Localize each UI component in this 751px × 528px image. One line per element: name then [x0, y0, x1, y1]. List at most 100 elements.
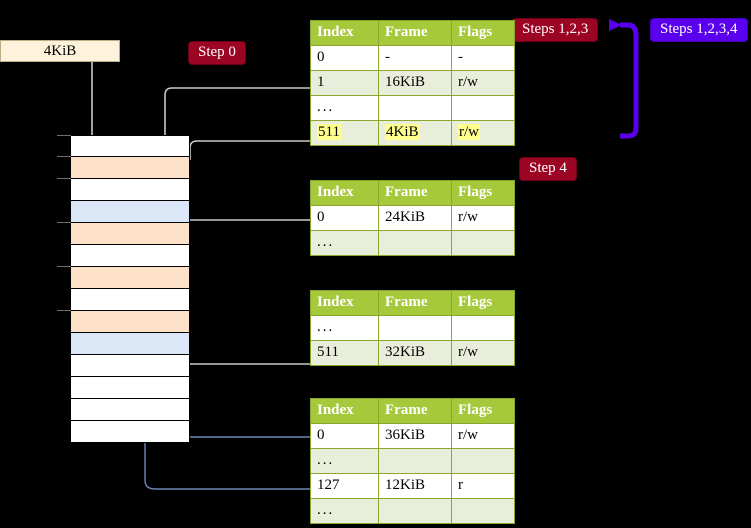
column-header-flags: Flags [451, 398, 515, 424]
table-cell-flags: r/w [451, 423, 515, 449]
memory-frame-row [57, 222, 190, 245]
memory-frame-row [70, 289, 190, 311]
column-header-flags: Flags [451, 180, 515, 206]
column-header-index: Index [310, 290, 379, 316]
memory-row-tick [57, 310, 71, 311]
table-cell-flags: r [451, 473, 515, 499]
badge-steps-1-2-3-4: Steps 1,2,3,4 [650, 18, 748, 42]
table-cell-index: 0 [310, 45, 379, 71]
size-box-label: 4KiB [43, 42, 77, 59]
table-cell-frame: 12KiB [378, 473, 452, 499]
table-cell-frame: 4KiB [378, 120, 452, 146]
column-header-frame: Frame [378, 20, 452, 46]
column-header-flags: Flags [451, 290, 515, 316]
table-cell-flags: r/w [451, 340, 515, 366]
table-cell-flags: r/w [451, 70, 515, 96]
table-cell-index: 0 [310, 205, 379, 231]
memory-frame-row [70, 245, 190, 267]
column-header-index: Index [310, 180, 379, 206]
wire-l1-row0-to-memory [174, 219, 312, 244]
table-row: ... [310, 230, 515, 256]
wire-l2-row511-to-memory [173, 311, 312, 365]
table-row: 0-- [310, 45, 515, 71]
column-header-frame: Frame [378, 290, 452, 316]
table-cell-index: ... [310, 498, 379, 524]
memory-frame-row [57, 310, 190, 333]
table-cell-frame: 16KiB [378, 70, 452, 96]
table-cell-index: ... [310, 230, 379, 256]
memory-frame-row [57, 156, 190, 179]
table-cell-flags: r/w [451, 120, 515, 146]
violet-step-arrow [609, 19, 639, 139]
table-cell-flags [451, 95, 515, 121]
wire-l0-row1-to-memory [164, 87, 312, 156]
table-cell-index: ... [310, 95, 379, 121]
table-cell-index: 1 [310, 70, 379, 96]
table-cell-index: 511 [310, 340, 379, 366]
memory-frame-row [70, 201, 190, 223]
memory-row-tick [57, 178, 71, 179]
table-cell-frame [378, 315, 452, 341]
table-cell-frame: - [378, 45, 452, 71]
table-cell-flags [451, 498, 515, 524]
badge-step-0: Step 0 [188, 41, 246, 65]
badge-step-4: Step 4 [519, 157, 577, 181]
table-cell-index: ... [310, 448, 379, 474]
memory-frame-row [70, 377, 190, 399]
memory-frame-row [57, 266, 190, 289]
column-header-flags: Flags [451, 20, 515, 46]
memory-frame-row [70, 355, 190, 377]
memory-frame-row [70, 399, 190, 421]
table-cell-flags [451, 448, 515, 474]
memory-row-tick [57, 135, 71, 136]
table-row: ... [310, 448, 515, 474]
table-row: ... [310, 315, 515, 341]
table-cell-flags [451, 230, 515, 256]
memory-frame-row [70, 421, 190, 443]
memory-frame-row [57, 135, 190, 157]
wire-l0-row511-to-memory [189, 140, 312, 160]
column-header-index: Index [310, 398, 379, 424]
table-cell-frame [378, 498, 452, 524]
table-cell-index: ... [310, 315, 379, 341]
table-cell-frame [378, 448, 452, 474]
memory-row-tick [57, 266, 71, 267]
column-header-frame: Frame [378, 398, 452, 424]
column-header-frame: Frame [378, 180, 452, 206]
table-row: ... [310, 498, 515, 524]
table-row: ... [310, 95, 515, 121]
table-cell-frame [378, 230, 452, 256]
table-cell-flags [451, 315, 515, 341]
table-cell-frame [378, 95, 452, 121]
wire-l3-row127-to-memory [143, 328, 312, 490]
size-box-4kib: 4KiB [0, 40, 120, 62]
table-cell-index: 0 [310, 423, 379, 449]
memory-row-tick [57, 156, 71, 157]
table-cell-flags: - [451, 45, 515, 71]
table-cell-index: 127 [310, 473, 379, 499]
badge-steps-1-2-3: Steps 1,2,3 [512, 18, 599, 42]
table-cell-frame: 36KiB [378, 423, 452, 449]
table-cell-flags: r/w [451, 205, 515, 231]
table-cell-frame: 32KiB [378, 340, 452, 366]
memory-column [57, 135, 190, 443]
column-header-index: Index [310, 20, 379, 46]
memory-frame-row [70, 333, 190, 355]
table-cell-frame: 24KiB [378, 205, 452, 231]
table-cell-index: 511 [310, 120, 379, 146]
memory-frame-row [57, 178, 190, 201]
